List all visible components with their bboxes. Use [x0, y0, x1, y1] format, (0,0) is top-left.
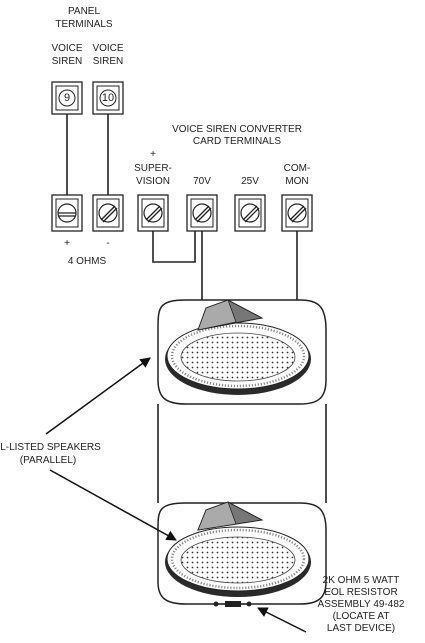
common-label-line1: COM- [284, 163, 311, 174]
eol-resistor [213, 601, 252, 607]
resistor-label-line4: (LOCATE AT [333, 611, 390, 622]
common-label-line2: MON [285, 176, 308, 187]
panel-terminal-9-label-line2: SIREN [52, 56, 83, 67]
supervision-label-line1: SUPER- [134, 163, 172, 174]
resistor-label-line2: EOL RESISTOR [324, 587, 397, 598]
polarity-minus-label: - [106, 238, 109, 249]
resistor-label-line3: ASSEMBLY 49-482 [318, 599, 405, 610]
screw-terminal-minus [92, 194, 124, 232]
panel-terminals-title-line2: TERMINALS [55, 19, 113, 30]
panel-terminal-10-label-line1: VOICE [92, 43, 123, 54]
screw-terminal-25v [234, 194, 266, 232]
screw-terminal-supervision [137, 194, 169, 232]
four-ohms-label: 4 OHMS [68, 256, 107, 267]
panel-terminals-title-line1: PANEL [68, 6, 100, 17]
speakers-arrow-lower [49, 469, 177, 541]
converter-title-line2: CARD TERMINALS [193, 136, 281, 147]
screw-terminal-common [281, 194, 313, 232]
screw-terminal-70v [186, 194, 218, 232]
panel-terminal-10-number: 10 [102, 92, 114, 104]
panel-terminal-9-label-line1: VOICE [51, 43, 82, 54]
polarity-plus-label: + [64, 238, 70, 249]
speakers-label-line1: JL-LISTED SPEAKERS [0, 442, 101, 453]
lower-speaker [157, 501, 327, 605]
resistor-label-line1: 2K OHM 5 WATT [323, 575, 400, 586]
supervision-jumper-wire [152, 231, 196, 263]
terminal-70v-label: 70V [193, 176, 211, 187]
panel-terminal-10: VOICE SIREN 10 [92, 43, 124, 115]
supervision-plus-label: + [150, 149, 156, 160]
upper-speaker [157, 299, 327, 405]
panel-terminal-9: VOICE SIREN 9 [51, 43, 83, 115]
speakers-arrow-upper [45, 357, 151, 435]
panel-terminal-9-number: 9 [64, 92, 70, 104]
terminal-25v-label: 25V [241, 176, 259, 187]
resistor-label-line5: LAST DEVICE) [327, 623, 395, 634]
resistor-arrow [257, 607, 307, 633]
screw-terminal-plus [51, 194, 83, 232]
panel-terminal-10-label-line2: SIREN [93, 56, 124, 67]
supervision-label-line2: VISION [136, 176, 170, 187]
speakers-label-line2: (PARALLEL) [20, 455, 77, 466]
converter-title-line1: VOICE SIREN CONVERTER [172, 124, 302, 135]
